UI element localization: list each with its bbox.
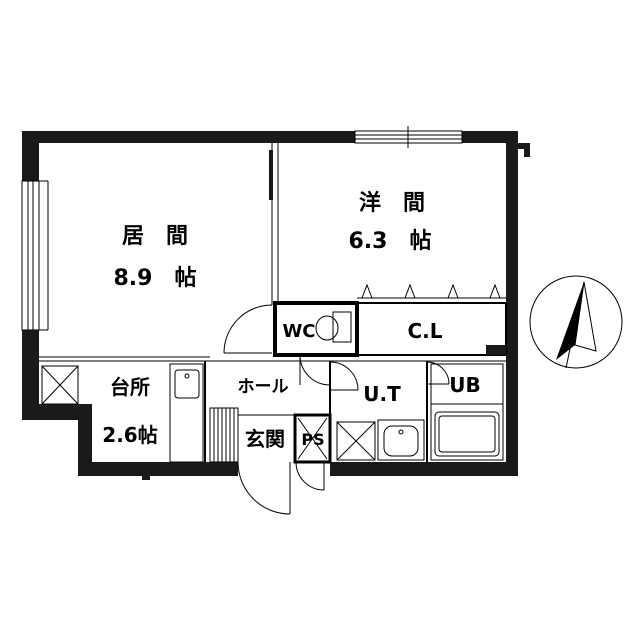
- wc-fixtures: [315, 311, 352, 343]
- kitchen-name: 台所: [110, 375, 150, 399]
- kitchen-fixtures: [41, 363, 204, 463]
- hall-label: ホール: [238, 377, 289, 397]
- window-top: [354, 126, 463, 148]
- hall-stairs: [209, 407, 239, 463]
- outer-walls: [22, 131, 530, 480]
- window-left: [21, 180, 49, 331]
- living-room-name: 居 間: [122, 224, 188, 249]
- kitchen-size: 2.6帖: [102, 423, 157, 447]
- room-labels: 居 間 8.9 帖 洋 間 6.3 帖 台所 2.6帖 WC C.L ホール U…: [102, 190, 480, 451]
- western-room-name: 洋 間: [359, 190, 425, 216]
- living-room-size: 8.9 帖: [114, 266, 197, 291]
- utility-fixtures: [336, 419, 425, 461]
- entrance-label: 玄関: [245, 427, 285, 451]
- north-arrow-icon: [529, 275, 623, 369]
- closet-label: C.L: [407, 319, 442, 343]
- utility-label: U.T: [363, 382, 401, 406]
- western-room-size: 6.3 帖: [349, 229, 432, 254]
- bath-fixtures: [430, 363, 504, 461]
- bath-label: UB: [449, 373, 480, 397]
- wc-label: WC: [282, 321, 315, 342]
- ps-fixture: [297, 417, 328, 460]
- ps-label: PS: [301, 430, 324, 449]
- interior-walls: [39, 143, 507, 464]
- doors: [223, 283, 501, 515]
